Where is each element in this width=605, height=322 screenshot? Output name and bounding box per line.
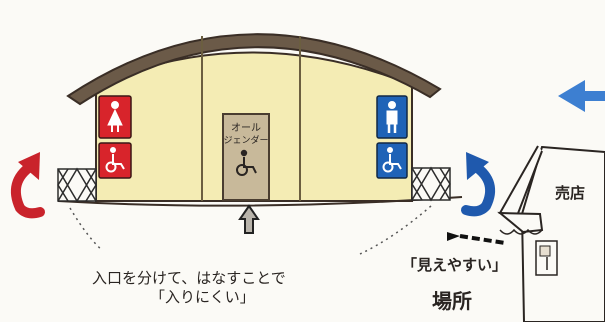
right-lattice bbox=[411, 166, 451, 202]
visible-label-line2: 場所 bbox=[432, 289, 472, 313]
female-toilet-icon bbox=[107, 101, 123, 132]
all-gender-label-line1: オール bbox=[231, 122, 261, 134]
male-toilet-icon bbox=[386, 101, 398, 133]
caption-line1: 入口を分けて、はなすことで bbox=[92, 269, 286, 287]
entrance-arrow-icon bbox=[238, 204, 260, 234]
roof bbox=[66, 33, 442, 106]
visible-label-line1: 「見えやすい」 bbox=[402, 256, 507, 274]
shop-awning-scallops bbox=[499, 228, 543, 235]
left-leader-line bbox=[69, 207, 103, 251]
black-arrow-icon bbox=[447, 232, 506, 245]
red-curved-arrow-icon bbox=[10, 152, 45, 219]
shop-window-detail bbox=[539, 245, 551, 257]
shop-label: 売店 bbox=[555, 184, 585, 202]
all-gender-label-line2: ジェンダー bbox=[223, 134, 268, 146]
ground-line bbox=[57, 196, 463, 207]
wheelchair-icon bbox=[236, 149, 257, 176]
arrow-icon bbox=[558, 80, 605, 112]
left-lattice bbox=[57, 167, 97, 203]
shop-building bbox=[497, 145, 605, 322]
wheelchair-icon bbox=[105, 147, 125, 173]
blue-curved-arrow-icon bbox=[461, 152, 496, 217]
right-leader-line bbox=[359, 205, 432, 255]
central-door bbox=[222, 113, 270, 201]
wheelchair-icon bbox=[382, 147, 402, 173]
caption-line2: 「入りにくい」 bbox=[150, 288, 255, 306]
